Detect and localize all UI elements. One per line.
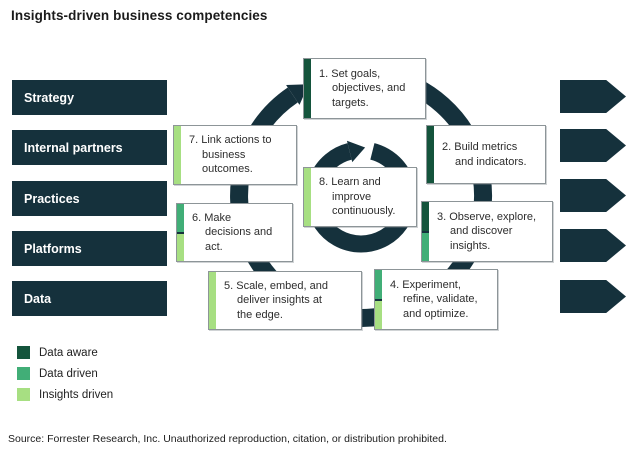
insights-driven-swatch-icon [17,388,30,401]
sidebar-label: Data [24,291,52,306]
cycle-node-4: 4. Experiment, refine, validate, and opt… [374,269,498,330]
category-stripe [304,168,311,226]
cycle-node-2: 2. Build metrics and indicators. [426,125,546,184]
sidebar-item-internal-partners: Internal partners [12,130,167,165]
sidebar-label: Internal partners [24,140,123,155]
node-label: 5. Scale, embed, and deliver insights at… [224,279,328,321]
cycle-node-1: 1. Set goals, objectives, and targets. [303,58,426,119]
legend-label: Data aware [39,346,98,359]
node-label: 3. Observe, explore, and discover insigh… [437,210,537,252]
source-note: Source: Forrester Research, Inc. Unautho… [8,433,447,445]
node-label: 2. Build metrics and indicators. [442,140,527,168]
sidebar-item-data: Data [12,281,167,316]
cycle-node-5: 5. Scale, embed, and deliver insights at… [208,271,362,330]
legend-label: Data driven [39,367,98,380]
data-aware-swatch-icon [17,346,30,359]
legend-item-data-aware: Data aware [17,346,113,359]
sidebar-item-practices: Practices [12,181,167,216]
sidebar-label: Platforms [24,241,82,256]
node-label: 1. Set goals, objectives, and targets. [319,67,406,109]
sidebar-item-strategy: Strategy [12,80,167,115]
category-stripe [422,202,429,261]
sidebar-label: Practices [24,191,80,206]
legend-label: Insights driven [39,388,114,401]
outer-cycle-arrowhead-icon [286,84,309,105]
node-label: 4. Experiment, refine, validate, and opt… [390,278,478,320]
category-stripe [304,59,311,118]
inner-cycle-arrowhead-icon [346,140,366,163]
cycle-node-7: 7. Link actions to business outcomes. [173,125,297,185]
cycle-node-3: 3. Observe, explore, and discover insigh… [421,201,553,262]
category-stripe [209,272,216,329]
legend: Data aware Data driven Insights driven [17,346,113,401]
category-stripe [375,270,382,329]
legend-item-insights-driven: Insights driven [17,388,113,401]
cycle-node-6: 6. Make decisions and act. [176,203,293,262]
node-label: 7. Link actions to business outcomes. [189,134,272,176]
cycle-node-8: 8. Learn and improve continuously. [303,167,417,227]
legend-item-data-driven: Data driven [17,367,113,380]
sidebar-label: Strategy [24,90,75,105]
category-stripe [177,204,184,261]
sidebar-item-platforms: Platforms [12,231,167,266]
category-stripe [174,126,181,184]
data-driven-swatch-icon [17,367,30,380]
category-stripe [427,126,434,183]
node-label: 8. Learn and improve continuously. [319,176,396,218]
node-label: 6. Make decisions and act. [192,211,273,253]
page-title: Insights-driven business competencies [11,8,268,23]
